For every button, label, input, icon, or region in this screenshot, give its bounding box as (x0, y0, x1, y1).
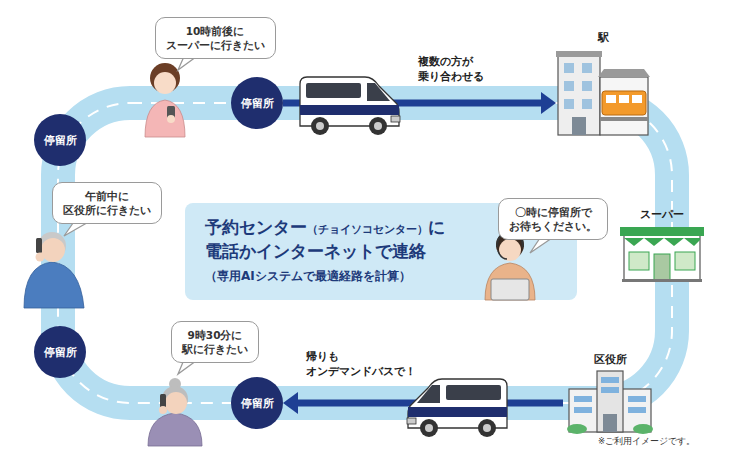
man-with-phone (24, 232, 84, 308)
building: 駅 (556, 30, 650, 137)
van-illustration (300, 77, 400, 135)
footnote: ※ご利用イメージです。 (598, 436, 695, 448)
stop-label: 停留所 (241, 396, 274, 411)
panel-text: （チョイソコセンター） (307, 223, 428, 236)
van-illustration (407, 379, 507, 437)
edge-label: 複数の方が 乗り合わせる (418, 55, 484, 85)
panel-text: （専用AIシステムで最適経路を計算） (205, 269, 411, 283)
speech-bubble: 午前中に 区役所に行きたい (52, 182, 162, 224)
bus-stop-circle: 停留所 (34, 114, 86, 166)
arrow-head (541, 92, 556, 114)
road-centerline (58, 103, 672, 403)
bubble-text: 午前中に 区役所に行きたい (63, 189, 151, 217)
station-building (556, 47, 650, 137)
road (58, 103, 672, 403)
stop-label: 停留所 (44, 133, 77, 148)
speech-bubble: 〇時に停留所で お待ちください。 (498, 198, 608, 240)
bus-stop-circle: 停留所 (34, 326, 86, 378)
edge-label: 帰りも オンデマンドバスで！ (306, 350, 416, 380)
stop-label: 停留所 (44, 345, 77, 360)
building-label: 駅 (556, 30, 650, 45)
panel-row: （専用AIシステムで最適経路を計算） (205, 264, 577, 286)
building: スーパー (620, 207, 704, 283)
arrow-head (283, 392, 298, 414)
supermarket-building (620, 224, 704, 283)
edge-label-box: 帰りも オンデマンドバスで！ (306, 350, 416, 380)
panel-row: 電話かインターネットで連絡 (205, 240, 577, 264)
building: 区役所 (563, 352, 657, 434)
city-hall-building (563, 369, 657, 434)
building-label: 区役所 (563, 352, 657, 367)
bubble-text: 〇時に停留所で お待ちください。 (509, 205, 597, 233)
speech-bubble: 10時前後に スーパーに行きたい (155, 17, 276, 59)
panel-text: 予約センター (205, 217, 307, 237)
edge-label-box: 複数の方が 乗り合わせる (418, 55, 484, 85)
bus-stop-circle: 停留所 (231, 377, 283, 429)
elderly-woman-with-phone (148, 378, 202, 446)
panel-text: に (428, 217, 445, 237)
bubble-text: 10時前後に スーパーに行きたい (166, 24, 265, 52)
woman-with-phone (145, 63, 185, 137)
bus-stop-circle: 停留所 (231, 77, 283, 129)
stop-label: 停留所 (241, 96, 274, 111)
speech-bubble: 9時30分に 駅に行きたい (171, 321, 259, 363)
panel-text: 電話かインターネットで連絡 (205, 241, 426, 261)
building-label: スーパー (620, 207, 704, 222)
bubble-text: 9時30分に 駅に行きたい (182, 328, 248, 356)
